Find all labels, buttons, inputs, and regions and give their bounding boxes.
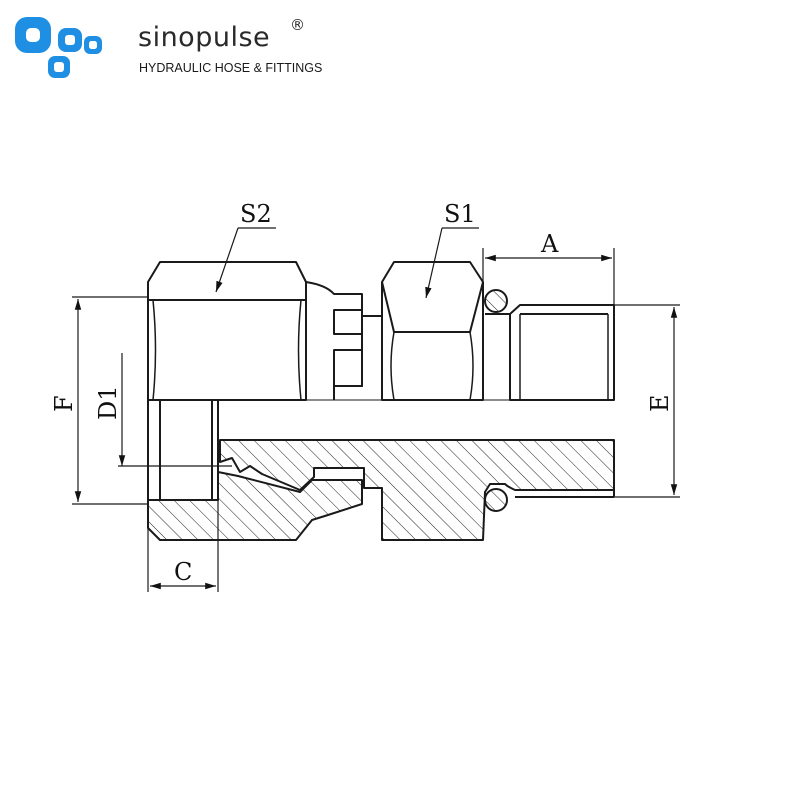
o-ring-upper — [484, 289, 508, 313]
dimension-lines — [72, 227, 680, 592]
threaded-stud — [485, 304, 615, 401]
section-body — [147, 439, 615, 541]
label-a: A — [540, 230, 559, 258]
brand-name: sinopulse — [138, 22, 271, 53]
label-s2: S2 — [240, 200, 272, 228]
registered-mark: ® — [290, 16, 305, 34]
o-ring-lower — [484, 488, 508, 512]
label-e: E — [646, 394, 674, 412]
label-s1: S1 — [444, 200, 476, 228]
swivel-neck — [305, 281, 383, 400]
label-f: F — [50, 395, 78, 412]
body-hex — [381, 261, 484, 401]
label-c: C — [174, 558, 192, 586]
sinopulse-logo-icon — [15, 17, 102, 78]
brand-tagline: HYDRAULIC HOSE & FITTINGS — [139, 61, 323, 75]
label-d1: D1 — [94, 385, 122, 420]
